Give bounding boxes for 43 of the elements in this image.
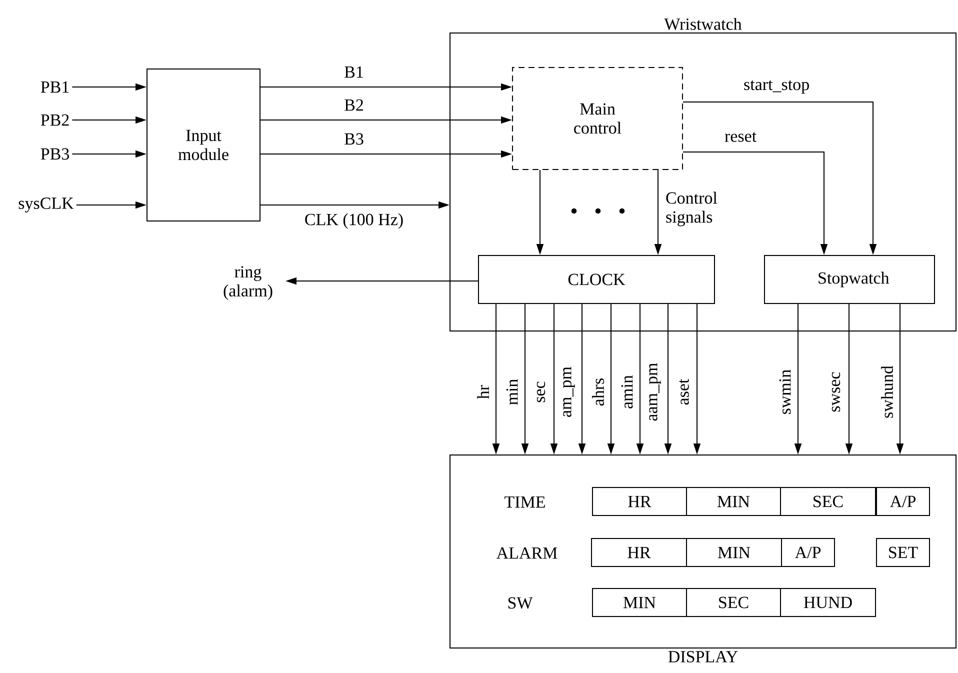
signal-name: PB3 bbox=[40, 148, 69, 160]
edge-label: swsec bbox=[832, 372, 840, 412]
edge-label: B2 bbox=[344, 99, 363, 111]
signal-name: sysCLK bbox=[18, 198, 74, 212]
node-label: Wristwatch bbox=[664, 18, 742, 30]
edge-label: start_stop bbox=[744, 80, 809, 94]
node-label: DISPLAY bbox=[668, 651, 738, 662]
display-field: HR bbox=[592, 487, 687, 516]
display-field: MIN bbox=[686, 487, 781, 516]
edge-label: min bbox=[506, 379, 518, 405]
block-box: Input module bbox=[146, 68, 260, 222]
edge-label: swhund bbox=[881, 366, 893, 418]
display-field: MIN bbox=[592, 588, 687, 617]
edge-label: aam_pm bbox=[649, 363, 661, 421]
row-label: ALARM bbox=[496, 547, 558, 559]
display-field: HR bbox=[591, 538, 687, 567]
edge-label: sec bbox=[536, 382, 546, 402]
edge-label: swmin bbox=[779, 370, 791, 414]
edge-label: hr bbox=[477, 385, 489, 399]
display-field: SEC bbox=[780, 487, 876, 516]
signal-name: PB1 bbox=[40, 81, 69, 93]
edge-label: CLK (100 Hz) bbox=[305, 213, 403, 229]
edge-label: B3 bbox=[344, 133, 364, 145]
edge-label: amin bbox=[621, 375, 633, 408]
control-box: Main control bbox=[512, 67, 683, 170]
edge-label: aset bbox=[679, 378, 689, 405]
signal-name: ring (alarm) bbox=[224, 266, 272, 300]
edge-label: B1 bbox=[344, 66, 363, 78]
display-field: SET bbox=[876, 538, 930, 567]
edge-label: reset bbox=[724, 132, 756, 142]
edge-label: ahrs bbox=[592, 378, 604, 406]
block-box: CLOCK bbox=[478, 255, 715, 304]
row-label: SW bbox=[508, 597, 533, 609]
display-field: SEC bbox=[686, 588, 781, 617]
edge-label: Control signals bbox=[666, 192, 718, 226]
display-field: MIN bbox=[686, 538, 782, 567]
block-box: Stopwatch bbox=[764, 255, 935, 304]
display-field: HUND bbox=[780, 588, 876, 617]
row-label: TIME bbox=[504, 496, 545, 508]
display-field: A/P bbox=[876, 487, 930, 516]
edge-label: am_pm bbox=[563, 366, 575, 417]
signal-name: PB2 bbox=[40, 114, 69, 126]
display-field: A/P bbox=[781, 538, 835, 567]
